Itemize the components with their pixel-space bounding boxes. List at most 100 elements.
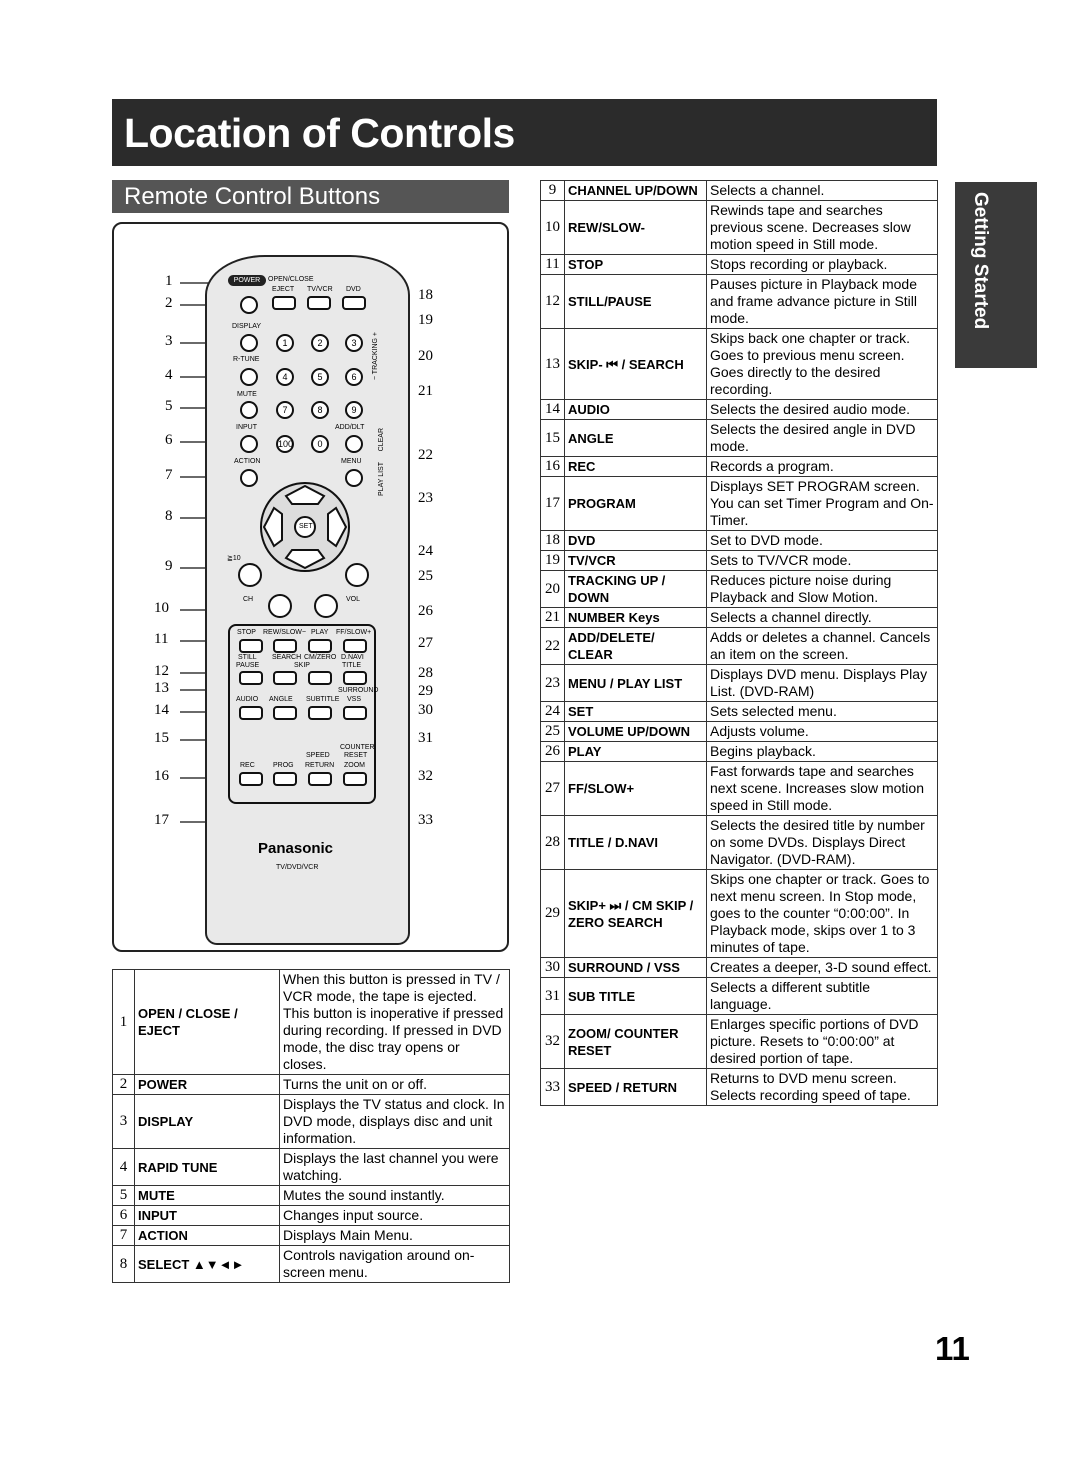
button-name: SUB TITLE <box>564 977 707 1015</box>
row-number: 2 <box>112 1074 135 1095</box>
callout-number: 10 <box>154 600 169 616</box>
row-number: 9 <box>540 180 565 201</box>
input-button[interactable] <box>240 435 258 453</box>
zoom-label: ZOOM <box>344 762 365 769</box>
callout-number: 8 <box>165 508 173 524</box>
ff-button[interactable] <box>343 639 367 653</box>
brand-logo: Panasonic <box>258 840 334 857</box>
button-description: Sets selected menu. <box>706 701 938 722</box>
skip-forward-button[interactable] <box>308 671 332 685</box>
rtune-button[interactable] <box>240 368 258 386</box>
button-name: PLAY <box>564 741 707 762</box>
number-9-button[interactable]: 9 <box>345 401 363 419</box>
mute-button[interactable] <box>240 401 258 419</box>
volume-down-button[interactable] <box>314 594 338 618</box>
number-2-button[interactable]: 2 <box>311 334 329 352</box>
set-label: SET <box>299 523 313 530</box>
button-description: Fast forwards tape and searches next sce… <box>706 761 938 816</box>
number-5-button[interactable]: 5 <box>311 368 329 386</box>
zoom-button[interactable] <box>343 772 367 786</box>
display-button[interactable] <box>240 334 258 352</box>
page-number: 11 <box>935 1330 970 1367</box>
number-3-button[interactable]: 3 <box>345 334 363 352</box>
button-description: Selects the desired angle in DVD mode. <box>706 419 938 457</box>
action-button[interactable] <box>240 469 258 487</box>
play-button[interactable] <box>308 639 332 653</box>
select-pad[interactable] <box>258 480 352 574</box>
volume-up-button[interactable] <box>345 563 369 587</box>
button-description: When this button is pressed in TV / VCR … <box>279 969 510 1075</box>
button-description: Skips back one chapter or track. Goes to… <box>706 328 938 400</box>
callout-number: 13 <box>154 680 169 696</box>
row-number: 24 <box>540 701 565 722</box>
button-name: MENU / PLAY LIST <box>564 664 707 702</box>
audio-button[interactable] <box>239 706 263 720</box>
return-label: RETURN <box>305 762 335 769</box>
callout-number: 31 <box>418 730 433 746</box>
number-1-button[interactable]: 1 <box>276 334 294 352</box>
power-label: POWER <box>228 275 266 286</box>
skip-back-button[interactable] <box>273 671 297 685</box>
still-label: STILL <box>238 654 257 661</box>
menu-button[interactable] <box>345 469 363 487</box>
tvvcr-button[interactable] <box>307 296 331 310</box>
skip-label: SKIP <box>294 662 310 669</box>
button-description: Selects a channel directly. <box>706 607 938 628</box>
still-pause-button[interactable] <box>239 671 263 685</box>
button-name: TITLE / D.NAVI <box>564 815 707 870</box>
row-number: 29 <box>540 869 565 958</box>
subtitle-button[interactable] <box>308 706 332 720</box>
callout-number: 23 <box>418 490 433 506</box>
add-delete-button[interactable] <box>345 435 363 453</box>
row-number: 17 <box>540 476 565 531</box>
channel-down-button[interactable] <box>268 594 292 618</box>
button-description: Selects a channel. <box>706 180 938 201</box>
prog-button[interactable] <box>273 772 297 786</box>
section-title: Remote Control Buttons <box>124 183 381 210</box>
page-title-bar: Location of Controls <box>112 99 937 166</box>
number-7-button[interactable]: 7 <box>276 401 294 419</box>
rec-button[interactable] <box>239 772 263 786</box>
speed-return-button[interactable] <box>308 772 332 786</box>
button-name: DVD <box>564 530 707 551</box>
stop-button[interactable] <box>239 639 263 653</box>
title-button[interactable] <box>343 671 367 685</box>
number-100-button[interactable]: 100 <box>276 435 294 453</box>
rew-button[interactable] <box>273 639 297 653</box>
number-4-button[interactable]: 4 <box>276 368 294 386</box>
power-button[interactable] <box>240 296 258 314</box>
number-0-button[interactable]: 0 <box>311 435 329 453</box>
callout-number: 18 <box>418 287 433 303</box>
channel-up-button[interactable] <box>238 563 262 587</box>
dvd-button[interactable] <box>342 296 366 310</box>
row-number: 10 <box>540 200 565 255</box>
button-description: Rewinds tape and searches previous scene… <box>706 200 938 255</box>
button-description: Sets to TV/VCR mode. <box>706 550 938 571</box>
reset-label: RESET <box>344 752 368 759</box>
page-title: Location of Controls <box>124 110 515 156</box>
angle-button[interactable] <box>273 706 297 720</box>
number-8-button[interactable]: 8 <box>311 401 329 419</box>
eject-button[interactable] <box>272 296 296 310</box>
row-number: 30 <box>540 957 565 978</box>
number-6-button[interactable]: 6 <box>345 368 363 386</box>
button-description: Displays the last channel you were watch… <box>279 1148 510 1186</box>
button-description: Selects the desired audio mode. <box>706 399 938 420</box>
surround-vss-button[interactable] <box>343 706 367 720</box>
button-name: VOLUME UP/DOWN <box>564 721 707 742</box>
dnavi-label: D.NAVI <box>341 654 364 661</box>
ge10-label: ≧10 <box>227 555 241 562</box>
callout-number: 7 <box>165 467 173 483</box>
callout-number: 4 <box>165 367 173 383</box>
row-number: 1 <box>112 969 135 1075</box>
